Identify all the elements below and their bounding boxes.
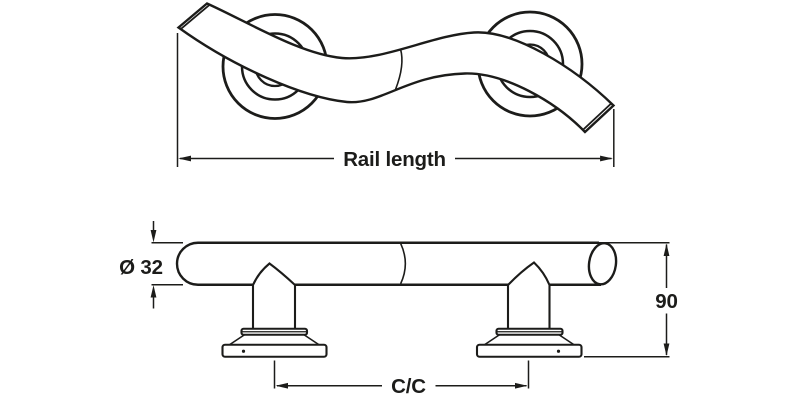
diameter-arrow-down — [150, 230, 157, 243]
rail-length-arrow-left — [178, 155, 191, 162]
wave-rail-body — [176, 2, 616, 134]
right-post — [506, 261, 551, 332]
center-distance-dimension: C/C — [273, 360, 530, 398]
left-mount — [221, 262, 328, 358]
side-view: Ø 32 90 C/C — [119, 221, 678, 398]
rail-joint-seam — [394, 48, 403, 90]
diameter-arrow-up — [150, 285, 157, 298]
height-label: 90 — [655, 290, 677, 313]
right-mount — [475, 261, 583, 358]
left-cone-right-edge — [303, 334, 320, 346]
center-distance-label: C/C — [391, 375, 426, 398]
rail-length-dimension: Rail length — [176, 33, 615, 171]
rail-length-label: Rail length — [343, 148, 446, 171]
height-arrow-down — [663, 343, 670, 356]
left-post — [251, 262, 297, 332]
cc-arrow-right — [515, 382, 528, 389]
tube-joint-seam — [399, 243, 407, 284]
rail-length-arrow-right — [600, 155, 613, 162]
right-base — [475, 343, 583, 358]
right-cone-right-edge — [558, 334, 575, 346]
rail-right-endcap-line — [582, 102, 612, 131]
left-cone-left-edge — [229, 334, 245, 346]
top-view: Rail length — [176, 2, 616, 171]
right-cone-left-edge — [484, 334, 500, 346]
rail-left-endcap-line — [180, 4, 211, 30]
diameter-dimension: Ø 32 — [119, 221, 183, 309]
right-base-screw-dot — [556, 349, 561, 353]
diameter-label: Ø 32 — [119, 256, 163, 279]
left-base — [221, 343, 328, 358]
height-arrow-up — [663, 243, 670, 256]
left-base-screw-dot — [241, 349, 246, 353]
height-dimension: 90 — [584, 243, 678, 358]
tube-end-ellipse — [587, 241, 618, 286]
cc-arrow-left — [275, 382, 288, 389]
